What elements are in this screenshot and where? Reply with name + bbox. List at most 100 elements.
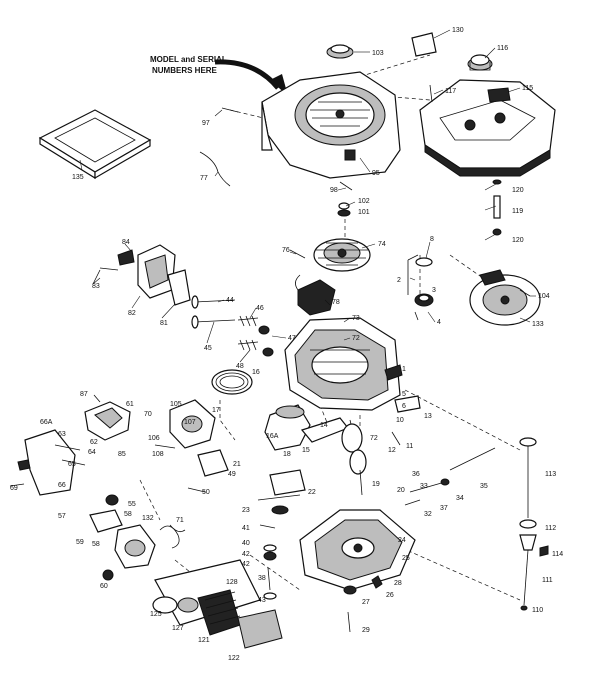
label-106: 106 <box>148 435 160 442</box>
label-36: 36 <box>412 471 420 478</box>
label-117: 117 <box>445 88 456 95</box>
label-98: 98 <box>330 187 338 194</box>
label-55: 55 <box>128 501 136 508</box>
seal-27 <box>343 585 357 595</box>
label-57: 57 <box>58 513 66 520</box>
label-12: 12 <box>388 447 396 454</box>
label-11: 11 <box>406 443 413 450</box>
label-72-top: 72 <box>352 335 360 342</box>
label-83: 83 <box>92 283 100 290</box>
label-23: 23 <box>242 507 250 514</box>
air-filter-pad <box>38 109 152 180</box>
cam-22 <box>269 469 306 496</box>
label-113: 113 <box>545 471 556 478</box>
label-24: 24 <box>398 537 406 544</box>
label-115: 115 <box>522 85 533 92</box>
label-119: 119 <box>512 208 523 215</box>
label-128: 128 <box>226 579 238 586</box>
screw-29 <box>347 611 351 633</box>
screw-76 <box>289 249 306 259</box>
label-132: 132 <box>142 515 154 522</box>
choke-wire-71 <box>169 524 186 533</box>
label-133: 133 <box>532 321 544 328</box>
label-42-top: 42 <box>242 551 250 558</box>
label-15: 15 <box>302 447 310 454</box>
label-125: 125 <box>150 611 162 618</box>
governor-parts <box>259 524 277 600</box>
label-58b: 58 <box>92 541 100 548</box>
bolt-28 <box>371 575 383 589</box>
label-73: 73 <box>352 315 360 322</box>
camshaft-23 <box>257 494 301 501</box>
label-97: 97 <box>202 120 210 127</box>
label-4: 4 <box>437 319 441 326</box>
label-111: 111 <box>542 577 553 584</box>
label-44: 44 <box>226 297 234 304</box>
part-labels: 103 130 116 115 117 97 135 77 95 98 120 … <box>10 27 563 662</box>
label-69: 69 <box>10 485 18 492</box>
label-130: 130 <box>452 27 464 34</box>
label-135: 135 <box>72 174 84 181</box>
breather-13 <box>394 395 421 413</box>
label-6: 6 <box>402 403 406 410</box>
label-60: 60 <box>100 583 108 590</box>
screw-117 <box>429 84 433 103</box>
label-33: 33 <box>420 483 428 490</box>
label-63: 63 <box>58 431 66 438</box>
label-65: 65 <box>68 461 76 468</box>
label-112: 112 <box>545 525 556 532</box>
label-29: 29 <box>362 627 370 634</box>
bolt-108 <box>154 444 176 449</box>
label-34: 34 <box>456 495 464 502</box>
label-104: 104 <box>538 293 550 300</box>
screw-87 <box>93 394 101 403</box>
label-59: 59 <box>76 539 84 546</box>
valves-springs <box>191 295 274 357</box>
note-line2: NUMBERS HERE <box>152 66 218 75</box>
leader-lines <box>79 29 536 363</box>
label-35: 35 <box>480 483 488 490</box>
label-120-top: 120 <box>512 187 524 194</box>
carburetor <box>17 401 131 496</box>
label-26: 26 <box>386 592 394 599</box>
label-27: 27 <box>362 599 370 606</box>
label-102: 102 <box>358 198 370 205</box>
fuel-cap-103-top <box>330 44 350 54</box>
crankshaft <box>341 419 367 496</box>
label-14: 14 <box>320 422 328 429</box>
label-64: 64 <box>88 449 96 456</box>
label-46: 46 <box>256 305 264 312</box>
label-19: 19 <box>372 481 380 488</box>
decal-130 <box>411 32 437 57</box>
label-110: 110 <box>532 607 543 614</box>
label-127: 127 <box>172 625 184 632</box>
label-49: 49 <box>228 471 236 478</box>
label-50: 50 <box>202 489 210 496</box>
bolt-50 <box>187 487 206 493</box>
label-116: 116 <box>497 45 508 52</box>
fuel-line <box>492 179 502 236</box>
label-66a: 66A <box>40 419 53 426</box>
label-84: 84 <box>122 239 130 246</box>
label-21: 21 <box>233 461 241 468</box>
label-77: 77 <box>200 175 208 182</box>
label-114: 114 <box>552 551 563 558</box>
fuel-tank <box>419 54 556 177</box>
label-122: 122 <box>228 655 240 662</box>
label-16a: 16A <box>266 433 279 440</box>
piston <box>264 404 311 451</box>
label-121: 121 <box>198 637 210 644</box>
screw-98 <box>339 181 353 191</box>
label-87: 87 <box>80 391 88 398</box>
governor-linkage <box>404 447 496 506</box>
flywheel <box>313 238 371 272</box>
blower-housing <box>261 71 401 179</box>
label-61: 61 <box>126 401 134 408</box>
model-serial-note: MODEL and SERIAL NUMBERS HERE <box>150 55 288 96</box>
label-48: 48 <box>236 363 244 370</box>
label-1: 1 <box>402 366 406 373</box>
rewind-starter <box>469 269 541 326</box>
label-18: 18 <box>283 451 291 458</box>
bolt-11 <box>391 431 401 446</box>
screw-97 <box>221 107 239 113</box>
